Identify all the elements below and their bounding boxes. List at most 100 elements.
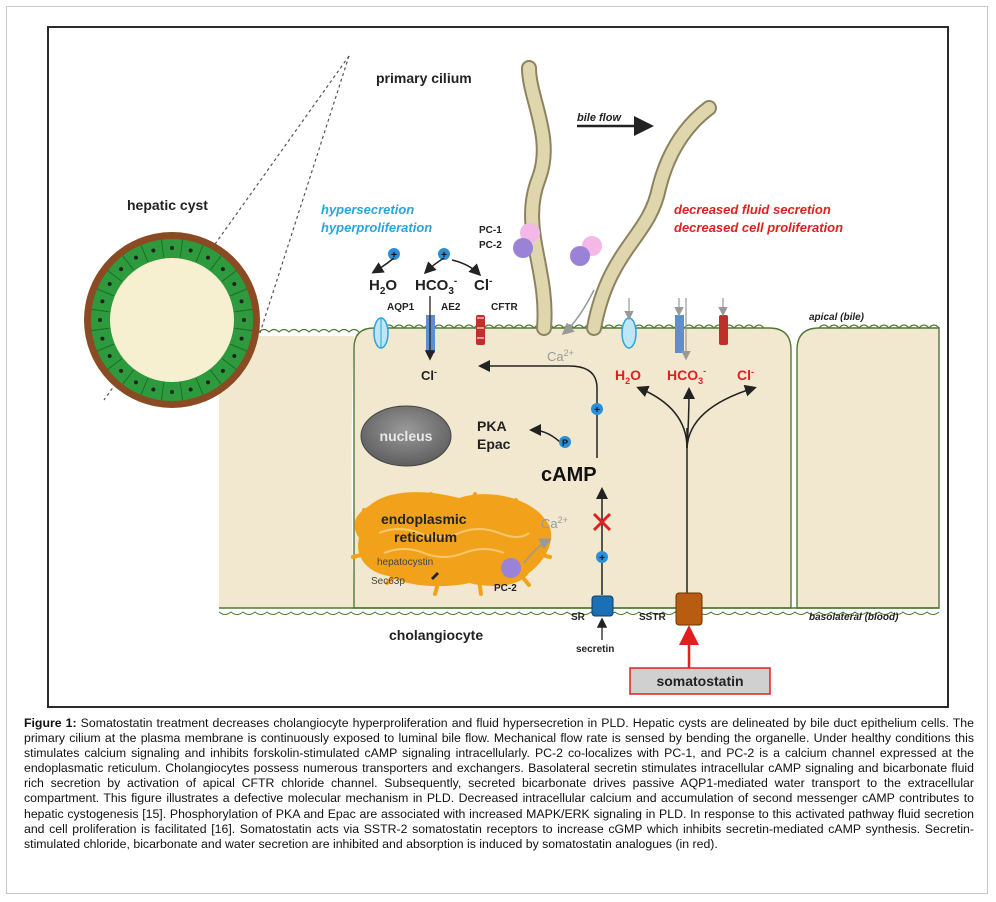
cyst-cell-border [209,369,222,385]
cyst-cell-border [122,255,135,271]
cyst-cell-border [122,369,135,385]
svg-text:+: + [599,553,605,564]
er-label-line1: endoplasmic [381,511,467,527]
cyst-cell-border [179,239,184,258]
cyst-cell-nucleus [134,380,138,385]
cyst-cell-nucleus [100,299,105,304]
camp-label: cAMP [541,464,597,486]
pc2-er-icon [501,558,521,578]
cyst-cell-nucleus [170,390,174,394]
pc2-label: PC-2 [479,240,502,251]
cyst-cell-border [195,378,204,396]
sstr-receptor [675,592,703,626]
cyst-cell-nucleus [232,282,237,286]
sr-receptor [591,595,614,617]
cyst-cell-border [96,343,114,352]
pka-label: PKA [477,418,507,434]
sstr-label: SSTR [639,612,666,623]
hco3-secreted: HCO3- [415,276,457,297]
cftr-channel-right [718,298,728,345]
plus-icon-camp [591,403,603,415]
nucleus-label: nucleus [380,428,433,444]
cyst-cell-border [160,239,165,258]
cyst-cell-border [209,255,222,271]
pc2-icon-right [570,246,590,266]
cyst-cell-border [234,308,253,313]
cyst-cell-border [221,357,237,370]
aqp1-channel [373,317,389,349]
ca-er-label: Ca2+ [541,515,568,531]
cyst-cell-border [91,327,110,332]
aqp1-label: AQP1 [387,302,415,313]
apical-label: apical (bile) [809,312,865,323]
cyst-cell-nucleus [188,248,193,253]
secretin-label: secretin [576,644,614,655]
cyst-cell-border [179,382,184,401]
primary-cilium-label: primary cilium [376,70,472,86]
caption-text: Somatostatin treatment decreases cholang… [24,716,974,851]
pc2-icon [513,238,533,258]
cyst-cell-nucleus [119,368,124,373]
svg-text:+: + [441,250,447,261]
ae2-exchanger [424,296,436,361]
hypersecretion-label: hypersecretion [321,202,414,217]
diagram-panel: hepatic cyst primary cilium bile flow PC… [47,26,949,708]
cyst-cell-border [140,244,149,262]
cftr-label: CFTR [491,302,518,313]
figure-frame [6,6,988,894]
stimulation-plus-icons: + + [388,248,450,261]
nucleus [360,405,452,467]
primary-cilium [521,60,717,336]
phosphate-icon [559,436,571,448]
decreased-fluid-label: decreased fluid secretion [674,202,831,217]
cyst-cell-border [96,288,114,297]
cyst-cell-border [195,244,204,262]
cyst-cell-nucleus [206,255,210,260]
cyst-cell-nucleus [239,299,244,304]
svg-text:+: + [594,405,600,416]
cyst-cell-border [91,308,110,313]
aqp1-channel-right [621,298,637,349]
figure-caption: Figure 1: Somatostatin treatment decreas… [24,716,974,852]
h2o-red: H2O [615,367,641,386]
sec63p-icon [431,572,439,580]
somatostatin-label: somatostatin [656,673,743,689]
cyst-cell-border [160,382,165,401]
cyst-cell-nucleus [151,248,156,253]
cyst-cell-nucleus [232,354,237,358]
zoom-line-top [103,55,350,401]
cftr-channel [476,315,485,345]
cyst-cell-nucleus [151,387,156,392]
decreased-prolif-label: decreased cell proliferation [674,220,843,235]
hyperproliferation-label: hyperproliferation [321,220,432,235]
hco3-red: HCO3- [667,366,706,386]
cyst-cell-border [230,343,248,352]
cyst-cell-nucleus [98,318,102,322]
zoom-line-bottom [258,55,350,337]
cyst-cell-nucleus [206,380,210,385]
plus-icon-sr [596,551,608,563]
sr-label: SR [571,612,586,623]
svg-text:+: + [391,250,397,261]
cyst-cell-nucleus [220,368,225,373]
caption-label: Figure 1: [24,716,77,730]
basolateral-label: basolateral (blood) [809,612,899,623]
cyst-cell-border [107,270,123,283]
cyst-cell-border [230,288,248,297]
inhibition-x-icon [592,512,612,532]
pc1-icon [520,223,540,243]
cyst-cell-nucleus [239,336,244,341]
cholangiocyte-label: cholangiocyte [389,627,483,643]
cyst-cell-nucleus [242,318,246,322]
bile-flow-label: bile flow [577,112,622,124]
ae2-label: AE2 [441,302,461,313]
cyst-cell-nucleus [119,267,124,272]
pc1-label: PC-1 [479,225,502,236]
pc2-er-label: PC-2 [494,583,517,594]
cyst-cell-border [221,270,237,283]
h2o-secreted: H2O [369,277,397,297]
cl-red: Cl- [737,367,754,383]
cyst-cell-nucleus [107,282,112,286]
cyst-cell-nucleus [107,354,112,358]
sstr-signal-arrows [636,384,757,593]
